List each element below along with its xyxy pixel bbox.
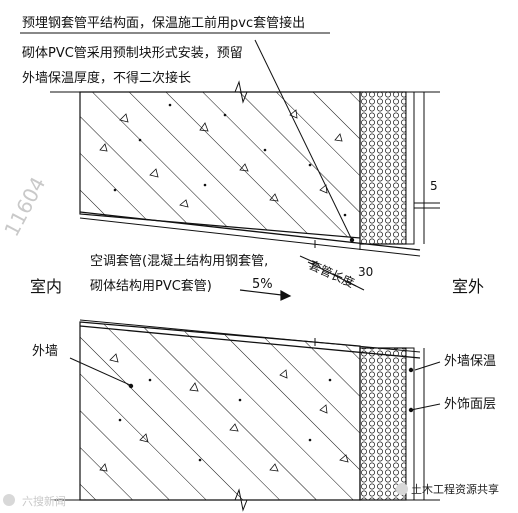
dimension-5 — [414, 186, 440, 222]
wall-upper — [79, 91, 361, 239]
sleeve-label-1: 空调套管(混凝土结构用钢套管, — [90, 253, 268, 269]
sleeve-length-label: 套管长度 — [307, 257, 357, 290]
outdoor-label: 室外 — [452, 277, 484, 296]
watermark-bottom-right: 土木工程资源共享 — [411, 482, 499, 496]
outer-wall-label: 外墙 — [32, 344, 58, 359]
dimension-30-label: 30 — [358, 265, 373, 279]
note-line-2: 砌体PVC管采用预制块形式安装，预留 — [22, 46, 243, 61]
leader-lines — [69, 39, 441, 411]
sleeve-length-dimension — [299, 255, 365, 291]
finish-label: 外饰面层 — [444, 397, 496, 412]
slope-label: 5% — [252, 277, 273, 292]
watermark-left: 11604 — [0, 173, 50, 240]
dimension-5-label: 5 — [430, 179, 438, 193]
finish-layer — [405, 91, 425, 501]
indoor-label: 室内 — [30, 277, 62, 296]
watermark-bottom-left: 六搜新闻 — [22, 494, 66, 508]
sleeve-pipe — [79, 211, 421, 359]
break-marks — [50, 80, 440, 512]
insulation-label: 外墙保温 — [444, 354, 496, 369]
note-line-3: 外墙保温厚度，不得二次接长 — [22, 70, 191, 86]
wechat-icon — [3, 483, 408, 506]
slope-arrow — [239, 289, 292, 301]
leader-dots — [128, 237, 414, 413]
sleeve-label-2: 砌体结构用PVC套管) — [90, 278, 212, 294]
insulation-layer — [359, 91, 407, 501]
note-line-1: 预埋钢套管平结构面，保温施工前用pvc套管接出 — [22, 15, 305, 31]
wall-lower — [79, 321, 361, 501]
